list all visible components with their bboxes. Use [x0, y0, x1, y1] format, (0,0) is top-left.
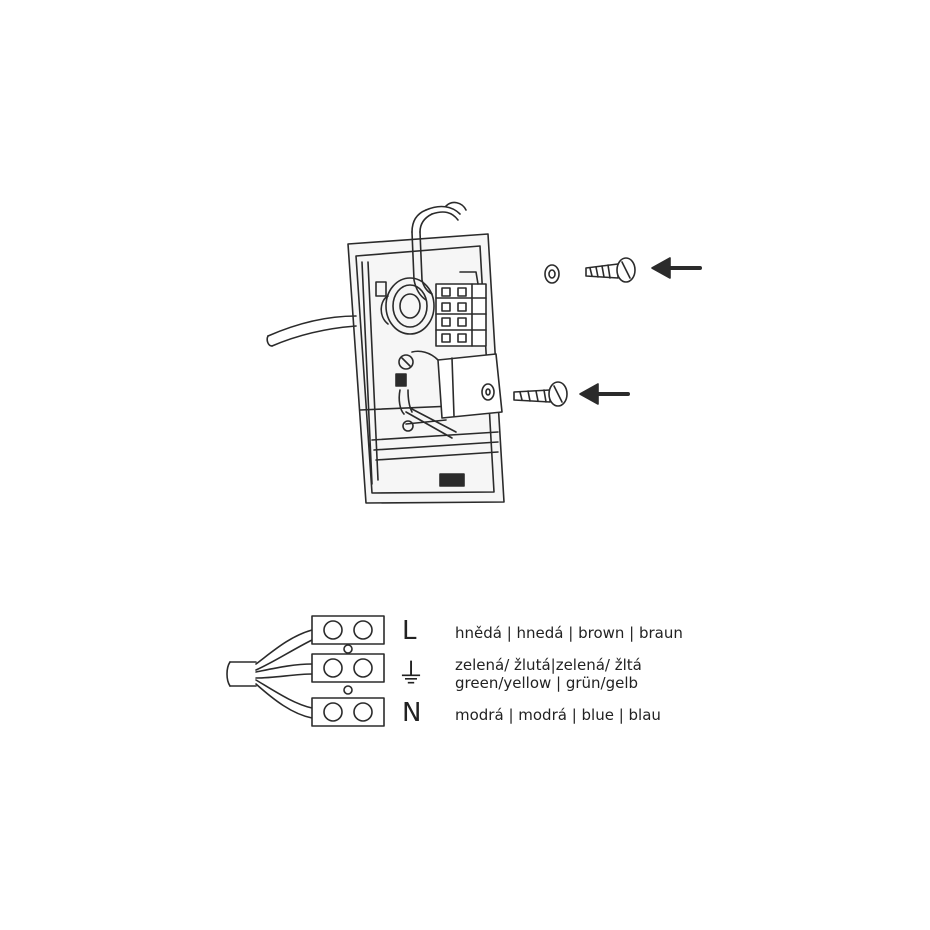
terminal-block — [435, 271, 487, 347]
neutral-terminal-label: N — [402, 698, 422, 728]
neutral-wire-colors: modrá | modrá | blue | blau — [455, 706, 661, 724]
supply-cable — [266, 315, 357, 347]
upper-screw — [585, 257, 636, 283]
earth-connection — [395, 354, 457, 439]
cable-gland — [375, 277, 435, 335]
washer — [544, 264, 560, 284]
lower-screw — [513, 381, 568, 407]
top-cable — [411, 201, 467, 301]
upper-arrow-icon — [651, 257, 702, 279]
live-terminal-label: L — [402, 616, 417, 646]
mechanism-body — [411, 350, 503, 419]
connector-strip — [226, 615, 385, 727]
lower-arrow-icon — [579, 383, 630, 405]
earth-icon: ⏚ — [397, 657, 426, 690]
earth-wire-colors-line1: zelená/ žlutá|zelená/ žltá — [455, 656, 642, 674]
earth-wire-colors-line2: green/yellow | grün/gelb — [455, 674, 639, 692]
live-wire-colors: hnědá | hnedá | brown | braun — [455, 624, 683, 642]
